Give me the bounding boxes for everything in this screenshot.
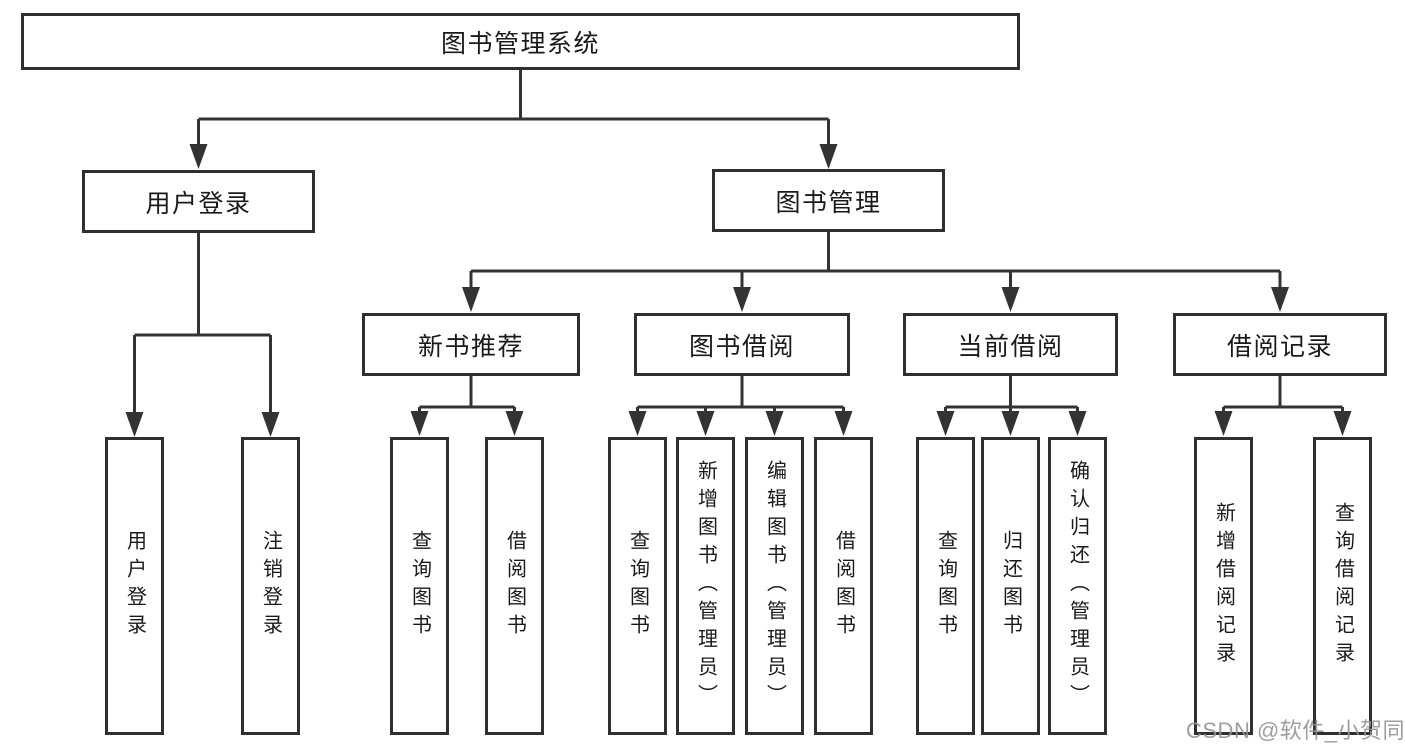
leaf-borrow-book-1: 借阅图书 <box>485 437 544 735</box>
node-borrow-records: 借阅记录 <box>1173 313 1387 376</box>
leaf-user-login-label: 用户登录 <box>123 530 146 642</box>
arrowheads <box>125 144 1352 437</box>
leaf-add-borrow-record: 新增借阅记录 <box>1194 437 1253 735</box>
node-root-system: 图书管理系统 <box>21 13 1020 70</box>
leaf-add-borrow-record-label: 新增借阅记录 <box>1212 502 1235 670</box>
leaf-edit-book-admin: 编辑图书（管理员） <box>745 437 804 735</box>
leaf-user-login: 用户登录 <box>105 437 164 735</box>
node-current-borrow-label: 当前借阅 <box>957 332 1064 361</box>
leaf-return-book: 归还图书 <box>981 437 1040 735</box>
leaf-query-book-1: 查询图书 <box>390 437 449 735</box>
leaf-logout-label: 注销登录 <box>259 530 282 642</box>
leaf-query-book-2: 查询图书 <box>608 437 667 735</box>
node-user-login-label: 用户登录 <box>145 189 252 218</box>
leaf-query-borrow-record: 查询借阅记录 <box>1313 437 1372 735</box>
leaf-edit-book-admin-label: 编辑图书（管理员） <box>763 460 786 712</box>
leaf-query-book-2-label: 查询图书 <box>626 530 649 642</box>
leaf-borrow-book-2-label: 借阅图书 <box>832 530 855 642</box>
node-book-borrow: 图书借阅 <box>634 313 850 376</box>
leaf-query-book-1-label: 查询图书 <box>408 530 431 642</box>
leaf-confirm-return-admin: 确认归还（管理员） <box>1048 437 1107 735</box>
leaf-add-book-admin: 新增图书（管理员） <box>676 437 735 735</box>
leaf-query-book-3-label: 查询图书 <box>934 530 957 642</box>
node-root-label: 图书管理系统 <box>440 29 600 58</box>
node-book-management-label: 图书管理 <box>775 188 882 217</box>
node-book-management: 图书管理 <box>712 169 945 232</box>
leaf-borrow-book-2: 借阅图书 <box>814 437 873 735</box>
node-book-borrow-label: 图书借阅 <box>688 332 795 361</box>
leaf-query-book-3: 查询图书 <box>916 437 975 735</box>
node-new-book-recommend-label: 新书推荐 <box>417 332 524 361</box>
node-new-book-recommend: 新书推荐 <box>362 313 580 376</box>
leaf-add-book-admin-label: 新增图书（管理员） <box>694 460 717 712</box>
leaf-confirm-return-admin-label: 确认归还（管理员） <box>1066 460 1089 712</box>
node-user-login: 用户登录 <box>82 170 315 233</box>
leaf-borrow-book-1-label: 借阅图书 <box>503 530 526 642</box>
watermark: CSDN @软件_小贺同学 <box>1186 718 1405 743</box>
leaf-return-book-label: 归还图书 <box>999 530 1022 642</box>
node-current-borrow: 当前借阅 <box>903 313 1118 376</box>
node-borrow-records-label: 借阅记录 <box>1226 332 1333 361</box>
leaf-logout: 注销登录 <box>241 437 300 735</box>
leaf-query-borrow-record-label: 查询借阅记录 <box>1331 502 1354 670</box>
